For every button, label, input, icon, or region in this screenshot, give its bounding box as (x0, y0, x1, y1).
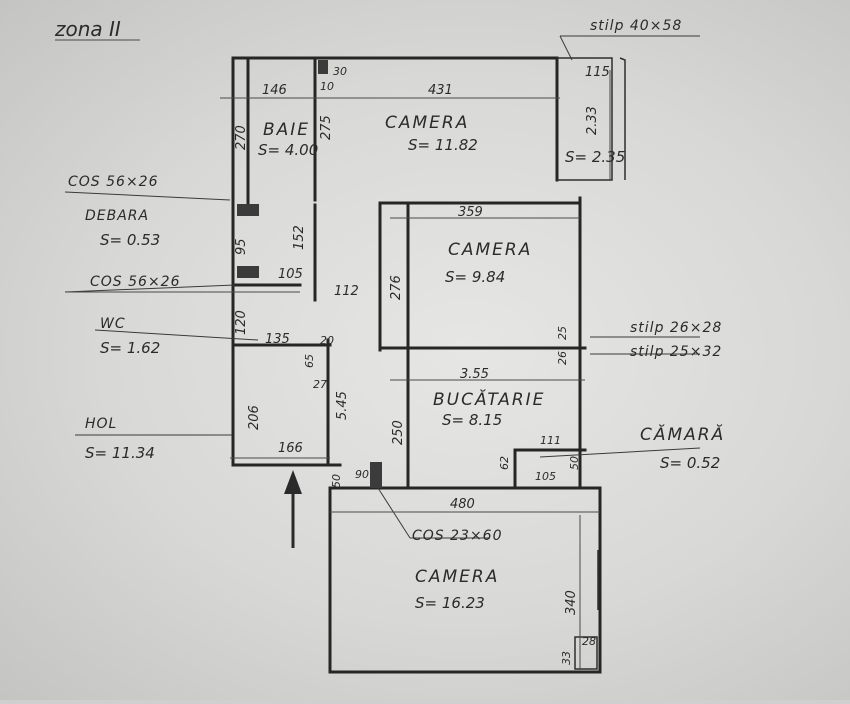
dim-359: 359 (458, 205, 483, 220)
leader-lines (64, 35, 701, 539)
annotation-stalp1: stilp 40×58 (590, 18, 682, 34)
dim-355: 3.55 (460, 367, 489, 382)
chimney-3 (370, 462, 382, 488)
dim-250: 250 (391, 420, 406, 445)
room-baie-area: S= 4.00 (258, 141, 318, 159)
room-debara-name: DEBARA (85, 208, 149, 224)
room-camara-name: CĂMARĂ (640, 423, 725, 445)
entrance-arrow-icon (284, 470, 302, 548)
dim-65: 65 (303, 354, 316, 368)
dim-120: 120 (234, 310, 249, 335)
room-wc-name: WC (100, 316, 126, 332)
dim-30: 30 (333, 65, 347, 78)
balcony (557, 57, 626, 181)
room-camera1-area: S= 11.82 (408, 136, 478, 154)
dim-50b: 50 (330, 474, 343, 488)
dim-105a: 105 (278, 267, 303, 282)
dim-275: 275 (319, 115, 334, 140)
zone-title: zona II (54, 17, 121, 41)
room-camera3-area: S= 16.23 (415, 594, 485, 612)
balcony-area: S= 2.35 (565, 148, 625, 166)
dim-115: 115 (585, 65, 610, 80)
room-bucatarie-area: S= 8.15 (442, 411, 502, 429)
dim-112: 112 (334, 284, 359, 299)
dim-431: 431 (428, 83, 453, 98)
dimension-lines (68, 70, 611, 670)
dim-233: 2.33 (585, 106, 600, 135)
room-bucatarie-name: BUCĂTARIE (433, 388, 545, 410)
annotation-cos1: COS 56×26 (68, 174, 159, 190)
annotation-stalp2: stilp 26×28 (630, 320, 722, 336)
dim-146: 146 (262, 83, 287, 98)
room-debara-area: S= 0.53 (100, 231, 160, 249)
room-camera3-name: CAMERA (415, 567, 499, 587)
dim-33: 33 (560, 651, 573, 665)
dim-10: 10 (320, 80, 334, 93)
dim-20: 20 (320, 334, 334, 347)
dim-135: 135 (265, 332, 290, 347)
room-baie-name: BAIE (263, 120, 310, 140)
dim-270: 270 (234, 125, 249, 150)
dim-152: 152 (292, 225, 307, 250)
pillar-top (318, 60, 328, 74)
chimney-1 (237, 204, 259, 216)
upper-walls (231, 56, 587, 490)
dim-206: 206 (247, 405, 262, 430)
lower-camera-walls (328, 486, 602, 674)
dim-62: 62 (498, 456, 511, 470)
dim-95: 95 (234, 238, 249, 255)
dim-27: 27 (313, 378, 327, 391)
dim-26: 26 (556, 351, 569, 365)
room-camera2-name: CAMERA (448, 240, 532, 260)
room-hol-area: S= 11.34 (85, 444, 155, 462)
dim-166: 166 (278, 441, 303, 456)
annotation-cos3: COS 23×60 (412, 528, 503, 544)
dim-90: 90 (355, 468, 369, 481)
annotation-stalp3: stilp 25×32 (630, 344, 722, 360)
room-camera2-area: S= 9.84 (445, 268, 505, 286)
dim-50a: 50 (568, 456, 581, 470)
room-camara-area: S= 0.52 (660, 454, 720, 472)
room-hol-name: HOL (85, 416, 117, 432)
dim-276: 276 (389, 275, 404, 300)
chimney-2 (237, 266, 259, 278)
dim-25: 25 (556, 326, 569, 340)
dim-105b: 105 (535, 470, 556, 483)
room-camera1-name: CAMERA (385, 113, 469, 133)
dim-28: 28 (582, 635, 596, 648)
room-wc-area: S= 1.62 (100, 339, 160, 357)
dim-480: 480 (450, 497, 475, 512)
dim-111: 111 (540, 434, 561, 447)
dim-340: 340 (564, 590, 579, 615)
dim-545: 5.45 (335, 391, 350, 420)
annotation-cos2: COS 56×26 (90, 274, 181, 290)
